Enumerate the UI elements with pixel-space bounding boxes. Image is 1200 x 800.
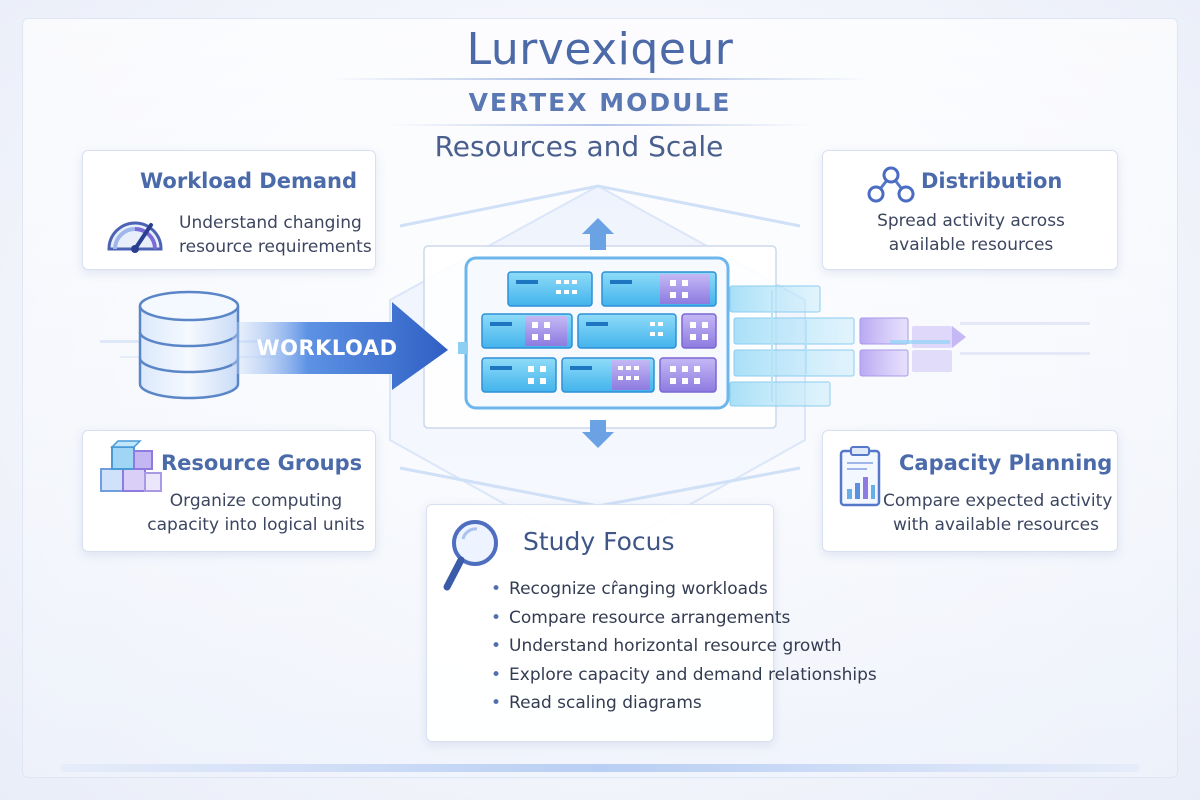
resource-groups-card: Resource Groups Organize computing capac… — [82, 430, 376, 552]
server-unit — [601, 271, 717, 307]
list-item: Compare resource arrangements — [491, 604, 877, 633]
server-unit — [507, 271, 593, 307]
stacked-cubes-icon — [100, 440, 162, 492]
bottom-glow-line — [60, 764, 1140, 772]
server-unit — [561, 357, 655, 393]
list-item: Explore capacity and demand relationship… — [491, 661, 877, 690]
server-unit — [577, 313, 677, 349]
list-item: Read scaling diagrams — [491, 689, 877, 718]
card-title: Resource Groups — [161, 451, 363, 475]
card-title: Distribution — [921, 169, 1063, 193]
subtitle-divider — [390, 124, 810, 126]
server-unit — [681, 313, 717, 349]
module-subtitle: VERTEX MODULE — [468, 88, 732, 117]
magnifier-icon — [443, 520, 498, 591]
workload-arrow — [232, 302, 448, 390]
card-title: Workload Demand — [140, 169, 358, 193]
scale-down-arrow — [582, 420, 614, 448]
workload-demand-card: Workload Demand Understand changing reso… — [82, 150, 376, 270]
title-divider — [330, 78, 870, 80]
page-title: Lurvexiqeur — [466, 24, 734, 75]
card-title: Capacity Planning — [899, 451, 1113, 475]
distribution-card: Distribution Spread activity across avai… — [822, 150, 1118, 270]
study-focus-list: Recognize cr̂anging workloads Compare re… — [491, 575, 877, 718]
server-unit — [659, 357, 717, 393]
clipboard-chart-icon — [839, 446, 881, 507]
network-nodes-icon — [867, 166, 915, 203]
server-unit — [481, 357, 557, 393]
expansion-units — [729, 285, 966, 407]
workload-label: WORKLOAD — [256, 336, 398, 360]
card-desc-line1: Compare expected activity — [883, 491, 1113, 511]
gauge-icon — [107, 221, 163, 253]
list-item: Recognize cr̂anging workloads — [491, 575, 877, 604]
card-desc-line1: Understand changing — [179, 213, 362, 233]
scale-up-arrow — [582, 218, 614, 250]
capacity-planning-card: Capacity Planning Compare expected activ… — [822, 430, 1118, 552]
study-focus-card: Study Focus Recognize cr̂anging workload… — [426, 504, 877, 742]
card-desc-line1: Spread activity across — [877, 211, 1065, 231]
card-desc-line2: available resources — [888, 235, 1054, 255]
server-unit — [481, 313, 573, 349]
card-desc-line2: with available resources — [893, 515, 1099, 535]
list-item: Understand horizontal resource growth — [491, 632, 877, 661]
card-desc-line2: resource requirements — [179, 237, 372, 257]
database-icon — [138, 290, 240, 400]
card-desc-line2: capacity into logical units — [147, 515, 365, 535]
section-title: Resources and Scale — [434, 130, 724, 163]
study-focus-title: Study Focus — [523, 527, 675, 556]
card-desc-line1: Organize computing — [169, 491, 343, 511]
